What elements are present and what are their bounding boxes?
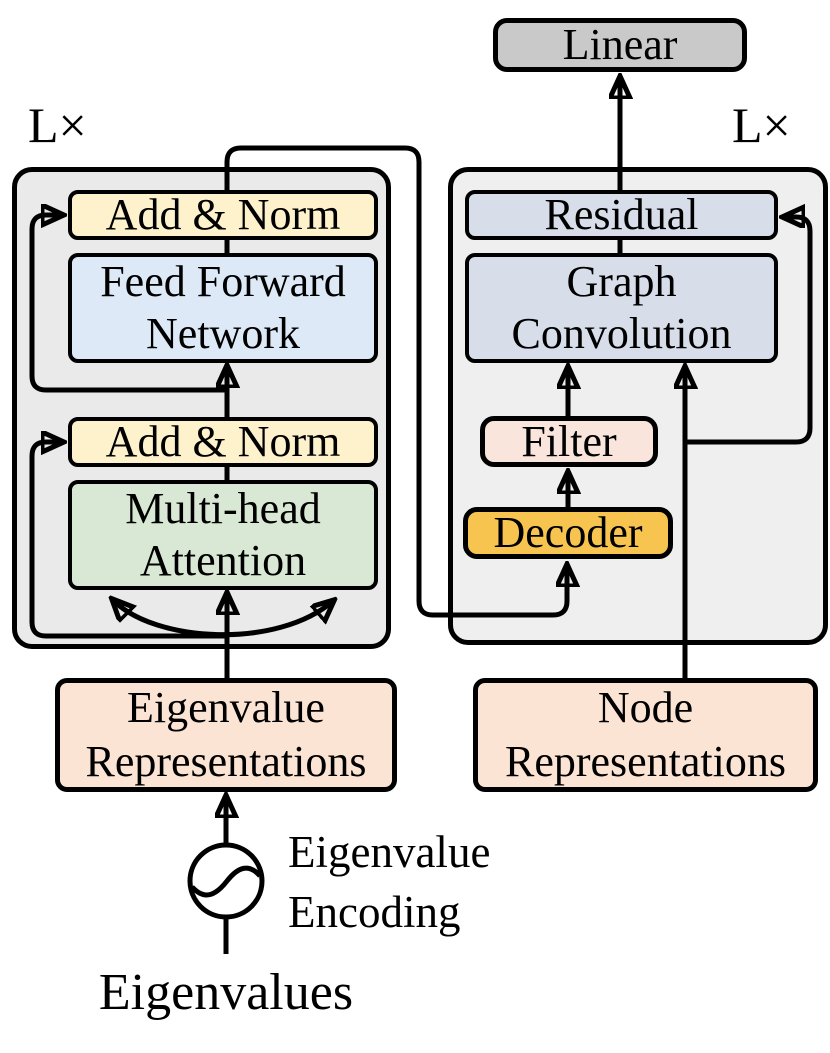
ffn-label-line1: Feed Forward xyxy=(100,257,346,306)
eigenvalue-representations-box: Eigenvalue Representations xyxy=(55,678,397,792)
linear-label: Linear xyxy=(562,20,678,69)
linear-box: Linear xyxy=(493,18,747,72)
encoder-repeat-label: L× xyxy=(28,97,87,153)
graph-conv-label-line2: Convolution xyxy=(511,309,732,358)
add-norm-bottom-box: Add & Norm xyxy=(68,417,378,467)
eigen-reps-label-line1: Eigenvalue xyxy=(127,683,325,732)
eigenvalues-label: Eigenvalues xyxy=(98,964,354,1021)
filter-box: Filter xyxy=(480,416,658,467)
node-reps-label-line2: Representations xyxy=(504,737,787,786)
encoding-label-line1: Eigenvalue xyxy=(288,827,491,877)
gnn-repeat-label: L× xyxy=(732,97,791,153)
encoding-label-line2: Encoding xyxy=(288,887,461,937)
eigen-reps-label-line2: Representations xyxy=(85,737,367,786)
decoder-box: Decoder xyxy=(463,507,673,559)
decoder-label: Decoder xyxy=(493,508,643,557)
ffn-label-line2: Network xyxy=(146,309,300,358)
multi-head-attention-box: Multi-head Attention xyxy=(68,480,378,590)
mha-label-line2: Attention xyxy=(139,536,307,585)
node-reps-label-line1: Node xyxy=(597,683,694,732)
graph-conv-label-line1: Graph xyxy=(566,257,677,306)
feed-forward-network-box: Feed Forward Network xyxy=(68,253,378,363)
graph-convolution-box: Graph Convolution xyxy=(465,253,778,363)
residual-label: Residual xyxy=(544,190,699,239)
mha-label-line1: Multi-head xyxy=(125,484,321,533)
residual-box: Residual xyxy=(465,190,778,240)
add-norm-top-label: Add & Norm xyxy=(105,190,341,239)
eigenvalue-encoding-label: Eigenvalue Encoding xyxy=(288,822,490,942)
sine-wave-icon xyxy=(187,842,265,920)
filter-label: Filter xyxy=(521,416,617,466)
add-norm-top-box: Add & Norm xyxy=(68,190,378,240)
add-norm-bottom-label: Add & Norm xyxy=(105,417,341,466)
node-representations-box: Node Representations xyxy=(473,678,818,792)
